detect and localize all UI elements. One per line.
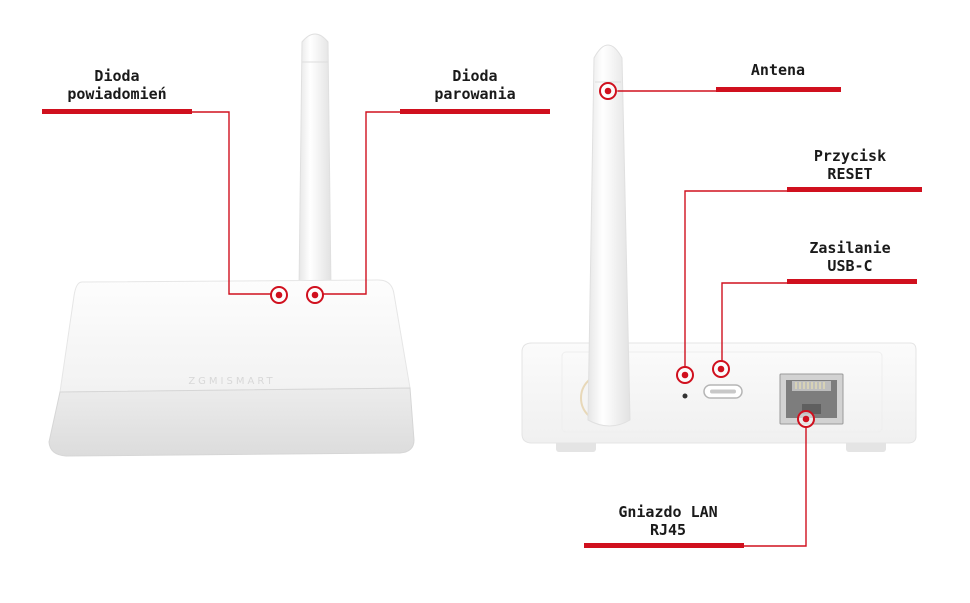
callout-lan-port [584,410,815,548]
rj45-port [779,373,844,425]
label-antenna-line1: Antena [750,61,806,79]
front-antenna [298,33,332,291]
label-power: Zasilanie USB-C [790,239,910,275]
label-notification-led-line1: Dioda [94,67,140,85]
callout-power-usb-c [712,279,917,378]
brand-logo-text: ZGMISMART [188,376,275,387]
label-notification-led-line2: powiadomień [67,85,167,103]
label-power-line2: USB-C [827,257,873,275]
label-lan-port: Gniazdo LAN RJ45 [598,503,738,539]
reset-pinhole [682,393,688,399]
label-notification-led: Dioda powiadomień [52,67,182,103]
label-pairing-led-line1: Dioda [452,67,498,85]
label-reset-button-line2: RESET [827,165,873,183]
front-body-side [48,387,415,457]
label-reset-button-line1: Przycisk [813,147,887,165]
callout-notification-led [42,109,288,304]
label-antenna: Antena [718,61,838,79]
callout-reset-button [676,187,922,384]
device-back-view [521,44,917,452]
callout-pairing-led [306,109,550,304]
label-lan-port-line1: Gniazdo LAN [618,503,718,521]
label-pairing-led: Dioda parowania [410,67,540,103]
device-front-view: ZGMISMART [48,33,415,457]
label-power-line1: Zasilanie [809,239,891,257]
label-pairing-led-line2: parowania [434,85,516,103]
back-antenna [587,44,631,427]
callout-antenna [599,82,841,100]
label-lan-port-line2: RJ45 [649,521,687,539]
label-reset-button: Przycisk RESET [790,147,910,183]
